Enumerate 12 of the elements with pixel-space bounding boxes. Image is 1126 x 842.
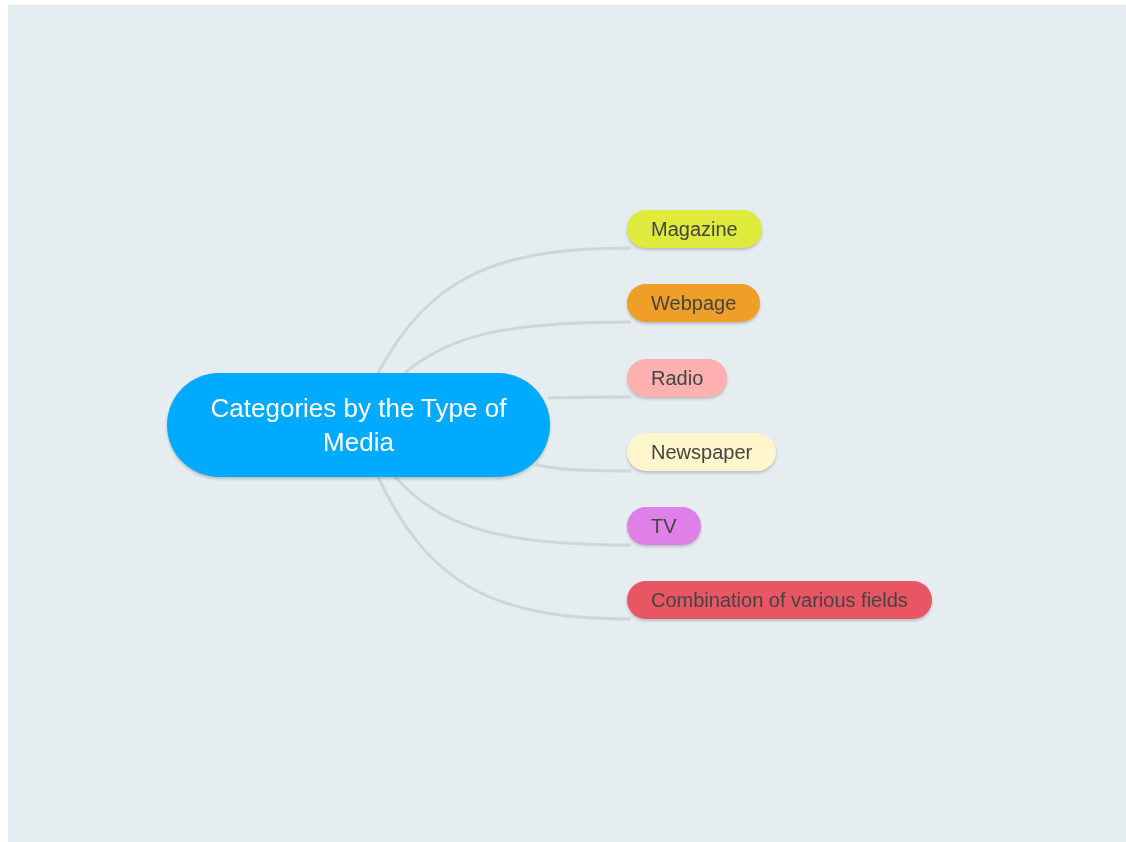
connector-line <box>376 246 632 374</box>
topic-pill: Newspaper <box>627 433 777 471</box>
topic-pill: Magazine <box>627 210 762 248</box>
connector-line <box>535 463 631 473</box>
connector-line <box>403 320 631 375</box>
topic-pill: Radio <box>627 359 728 397</box>
central-topic: Categories by the Type of Media <box>167 373 550 477</box>
topic-pill: Webpage <box>627 284 761 322</box>
topic-pill: Combination of various fields <box>627 581 932 619</box>
connector-line <box>393 475 631 547</box>
topic-pill: TV <box>627 507 701 545</box>
connector-line <box>376 476 632 621</box>
